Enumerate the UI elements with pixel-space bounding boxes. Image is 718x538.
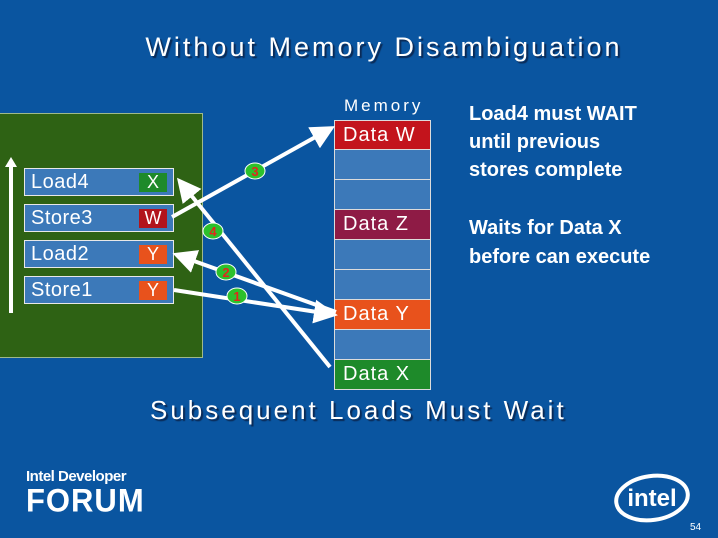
step-badge-3: 3 [244,162,266,180]
intel-logo-icon: intel [614,473,690,523]
step-badge-1: 1 [226,287,248,305]
operand-tag: X [139,173,167,192]
memory-cell-y: Data Y [334,300,431,330]
instruction-label: Store3 [31,207,93,229]
memory-column: Data W Data Z Data Y Data X [334,120,431,390]
forum-logo-line2: FORUM [26,482,145,519]
note-line: before can execute [469,246,651,268]
memory-cell-z: Data Z [334,210,431,240]
operand-tag: Y [139,281,167,300]
svg-text:2: 2 [222,265,229,280]
memory-cell-empty [334,150,431,180]
instruction-label: Load2 [31,243,90,265]
memory-cell-empty [334,330,431,360]
operand-tag: W [139,209,167,228]
memory-cell-x: Data X [334,360,431,390]
instruction-load2: Load2 Y [24,240,174,268]
step-badge-4: 4 [202,222,224,240]
svg-text:3: 3 [251,164,258,179]
arrow-store1-to-data-y [173,288,338,324]
operand-tag: Y [139,245,167,264]
forum-logo-line1: Intel Developer [26,468,127,485]
note-line: Waits for Data X [469,217,622,239]
svg-text:intel: intel [627,485,676,512]
instruction-label: Load4 [31,171,90,193]
memory-cell-empty [334,270,431,300]
slide-title: Without Memory Disambiguation [145,32,623,62]
memory-title: Memory [344,96,424,115]
instruction-store3: Store3 W [24,204,174,232]
arrow-data-x-to-load4 [176,177,332,369]
step-badge-2: 2 [215,263,237,281]
program-order-arrow-icon [5,157,17,313]
intel-developer-forum-logo: Intel Developer FORUM [26,468,145,519]
instruction-label: Store1 [31,279,93,301]
page-number: 54 [690,522,702,533]
memory-cell-empty [334,240,431,270]
slide-subtitle: Subsequent Loads Must Wait [150,395,567,425]
svg-text:1: 1 [233,289,240,304]
instruction-load4: Load4 X [24,168,174,196]
instruction-store1: Store1 Y [24,276,174,304]
note-line: until previous [469,131,601,153]
arrow-data-y-to-load2 [172,250,337,314]
note-line: stores complete [469,159,623,181]
memory-cell-empty [334,180,431,210]
svg-text:4: 4 [209,224,217,239]
note-line: Load4 must WAIT [469,103,637,125]
instruction-window-panel [0,113,203,358]
